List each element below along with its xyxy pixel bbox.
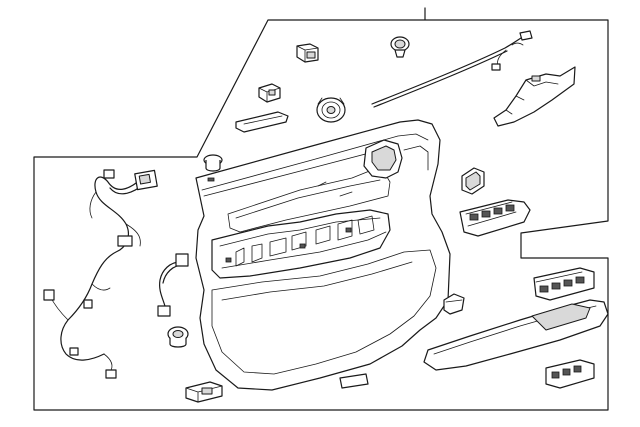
master-window-switch [533, 267, 595, 301]
mirror-switch [461, 167, 485, 195]
trim-bracket [185, 381, 223, 403]
push-pin-fastener [390, 36, 410, 58]
door-speaker [316, 97, 346, 123]
door-wire-harness-main [43, 169, 158, 379]
seat-memory-switch [545, 359, 595, 389]
diagram-frame [33, 7, 609, 411]
lower-grommet [167, 326, 189, 348]
pull-handle-trim [235, 111, 289, 133]
lock-switch [258, 83, 281, 103]
armrest-pad [423, 299, 609, 371]
door-handle-bezel [363, 139, 403, 179]
door-trim-panel [195, 119, 451, 391]
grommet-plug [203, 154, 223, 172]
window-switch-bezel [459, 199, 531, 237]
retainer-clip [296, 43, 319, 63]
door-wire-harness-upper [371, 30, 533, 108]
panel-clip [443, 293, 465, 315]
door-wire-harness-small [157, 253, 189, 317]
sail-panel-trim [493, 66, 576, 127]
